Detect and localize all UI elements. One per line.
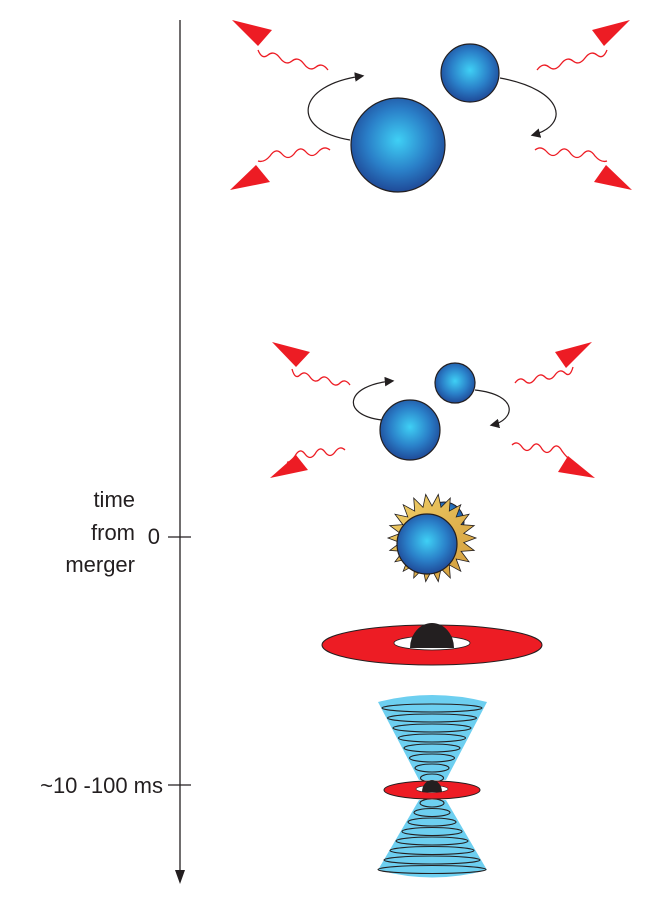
- orbit-arrow: [352, 376, 395, 421]
- gw-arrowhead-icon: [270, 455, 308, 478]
- black-hole: [410, 623, 454, 648]
- stage-merger: [386, 493, 478, 583]
- orbit-arrow: [307, 72, 365, 141]
- gw-arrowhead-icon: [232, 20, 272, 46]
- spiral-loop: [397, 733, 467, 743]
- spiral-loop: [407, 817, 457, 827]
- spiral-loop: [389, 845, 475, 856]
- tick-label-jet: ~10 -100 ms: [40, 773, 163, 798]
- jet-cone-upper: [378, 695, 487, 780]
- axis-title-line-1: time: [93, 487, 135, 512]
- jet-cone-lower: [378, 800, 487, 878]
- neutron-star-small: [434, 362, 476, 404]
- orbit-arrow: [499, 77, 557, 138]
- spiral-loop: [403, 743, 461, 753]
- spiral-loop: [401, 826, 463, 837]
- merging-star: [396, 513, 458, 575]
- spiral-loop: [383, 855, 481, 865]
- spiral-loop: [413, 807, 451, 818]
- gw-arrowhead-icon: [272, 342, 310, 367]
- orbit-arrow: [474, 389, 510, 429]
- gravitational-wave-arrows: [257, 49, 608, 163]
- gw-arrowhead-icon: [555, 342, 592, 368]
- axis-title-line-2: from: [91, 520, 135, 545]
- stage-jet: [377, 695, 487, 878]
- small-black-hole: [422, 780, 442, 792]
- spiral-loop: [414, 763, 450, 773]
- gw-arrowhead-icon: [558, 456, 595, 478]
- stage-black-hole-disk: [321, 623, 543, 666]
- gw-arrowhead-icon: [230, 165, 270, 190]
- neutron-star-small: [440, 43, 500, 103]
- spiral-loop: [408, 753, 456, 763]
- stage-inspiral-close: [270, 342, 595, 478]
- spiral-loop: [386, 713, 478, 723]
- neutron-star-large: [379, 399, 441, 461]
- spiral-loop: [381, 703, 483, 713]
- spiral-loop: [392, 723, 472, 733]
- time-axis: [168, 20, 191, 884]
- tick-label-zero: 0: [148, 524, 160, 549]
- neutron-star-large: [350, 97, 446, 193]
- gw-arrowhead-icon: [592, 20, 630, 46]
- axis-title-line-3: merger: [65, 552, 135, 577]
- spiral-loop: [377, 864, 487, 875]
- axis-arrow-icon: [175, 870, 185, 884]
- gw-arrowhead-icon: [594, 165, 632, 190]
- stage-inspiral-wide: [230, 20, 632, 193]
- spiral-loop: [395, 836, 469, 846]
